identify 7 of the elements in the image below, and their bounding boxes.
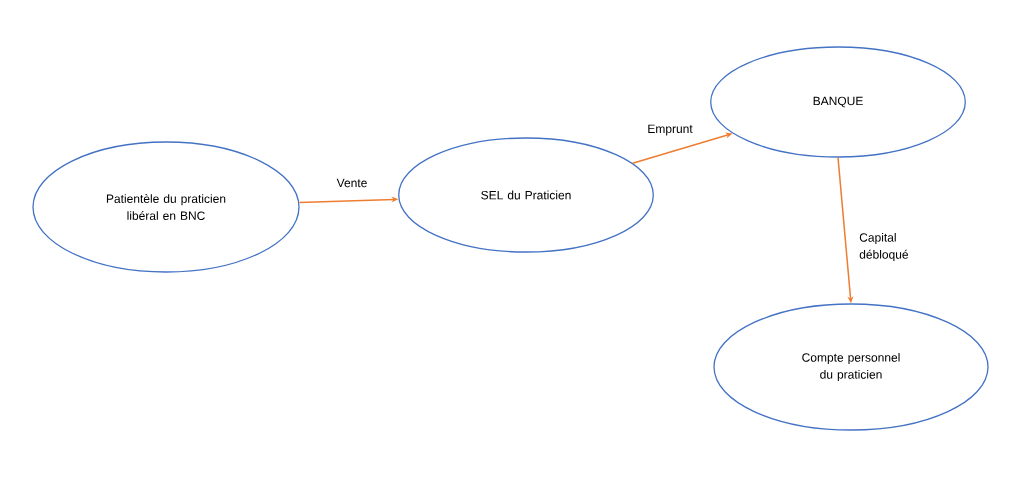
ellipse-node: Patientèle du praticien libéral en BNC xyxy=(32,141,300,273)
edge-label: Capital débloqué xyxy=(859,232,909,262)
edge-label: Emprunt xyxy=(648,124,693,136)
ellipse-node: SEL du Praticien xyxy=(398,137,654,253)
edge-label: Vente xyxy=(336,178,367,188)
ellipse-node: Compte personnel du praticien xyxy=(713,303,989,431)
ellipse-node: BANQUE xyxy=(710,46,966,158)
